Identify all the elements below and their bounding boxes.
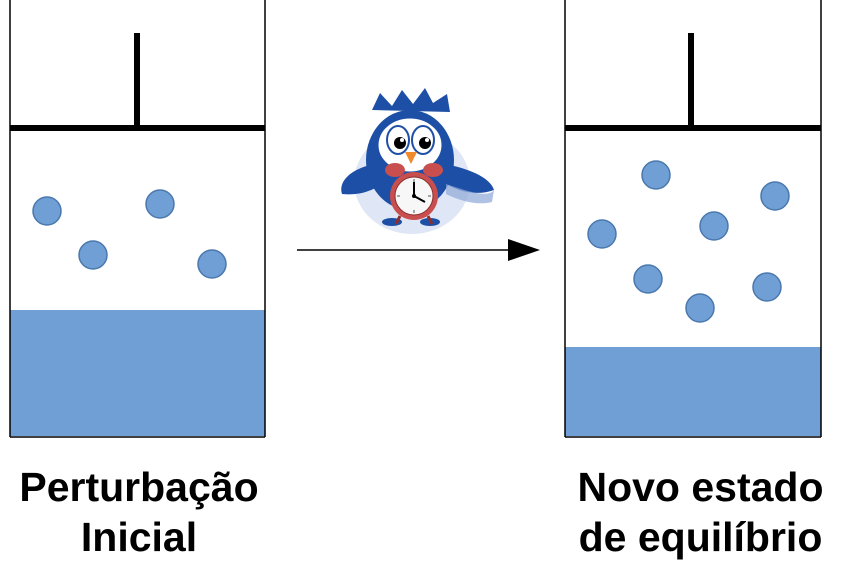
caption-line: Perturbação (19, 464, 259, 510)
caption-line: Novo estado (577, 464, 824, 510)
container-initial (9, 0, 266, 438)
gas-molecule (78, 240, 108, 270)
gas-molecule (699, 211, 729, 241)
gas-molecule (587, 219, 617, 249)
process-arrow (297, 239, 540, 261)
equilibrium-diagram (9, 0, 822, 438)
liquid-final (565, 347, 821, 436)
arrow-head-icon (508, 239, 540, 261)
owl-with-alarm-clock-icon (341, 88, 494, 234)
gas-molecule (633, 264, 663, 294)
gas-molecule (685, 293, 715, 323)
gas-molecule (32, 196, 62, 226)
caption-line: Inicial (80, 514, 198, 560)
gas-molecule (760, 181, 790, 211)
gas-molecule (752, 272, 782, 302)
caption-line: de equilíbrio (578, 514, 823, 560)
gas-molecule (145, 189, 175, 219)
liquid-initial (10, 310, 265, 436)
caption-final-state: Novo estado de equilíbrio (546, 462, 855, 562)
caption-initial-state: Perturbação Inicial (0, 462, 278, 562)
gas-molecule (641, 160, 671, 190)
gas-molecule (197, 249, 227, 279)
container-final (564, 0, 822, 438)
